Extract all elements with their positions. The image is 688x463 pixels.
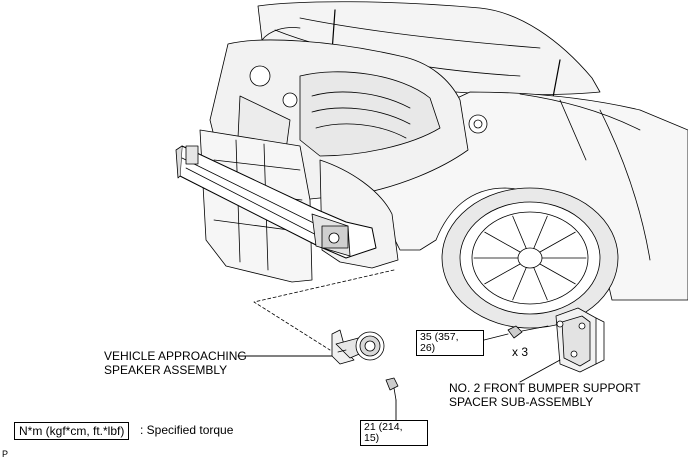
leader-spacer <box>519 359 561 383</box>
corner-mark: P <box>2 449 9 459</box>
spacer-label-line2: SPACER SUB-ASSEMBLY <box>449 395 594 409</box>
legend-units-box: N*m (kgf*cm, ft.*lbf) <box>14 422 130 440</box>
wheel-spoke <box>484 231 521 253</box>
wheel-rim <box>471 211 589 305</box>
torque-box-speaker-bolt: 21 (214, 15) <box>360 420 428 446</box>
wheel-spoke <box>533 267 548 301</box>
torque-box-spacer-bolt: 35 (357, 26) <box>416 330 484 356</box>
wheel-spoke <box>539 231 576 253</box>
speaker-label-line2: SPEAKER ASSEMBLY <box>104 363 228 377</box>
speaker-bolt <box>385 377 399 401</box>
spacer-bolt <box>507 325 549 339</box>
speaker-label-line1: VEHICLE APPROACHING <box>104 349 247 363</box>
legend-description: : Specified torque <box>140 423 234 437</box>
torque-value-line1: 21 (214, <box>364 421 403 433</box>
support-spacer-drawing <box>555 307 605 373</box>
torque-value-line2: 15) <box>364 432 380 444</box>
torque-value-line1: 35 (357, <box>420 331 459 343</box>
spacer-label-line1: NO. 2 FRONT BUMPER SUPPORT <box>449 381 641 395</box>
quantity-label: x 3 <box>512 345 529 359</box>
wheel-spoke <box>533 215 548 249</box>
wheel-spoke <box>484 263 521 285</box>
wheel-spoke <box>512 215 527 249</box>
wheel-spoke <box>539 263 576 285</box>
dashed-leader <box>253 269 395 351</box>
torque-value-line2: 26) <box>420 342 436 354</box>
speaker-assembly-drawing <box>331 329 385 365</box>
wheel-spoke <box>512 267 527 301</box>
leader-spacer-bolt <box>483 333 509 341</box>
